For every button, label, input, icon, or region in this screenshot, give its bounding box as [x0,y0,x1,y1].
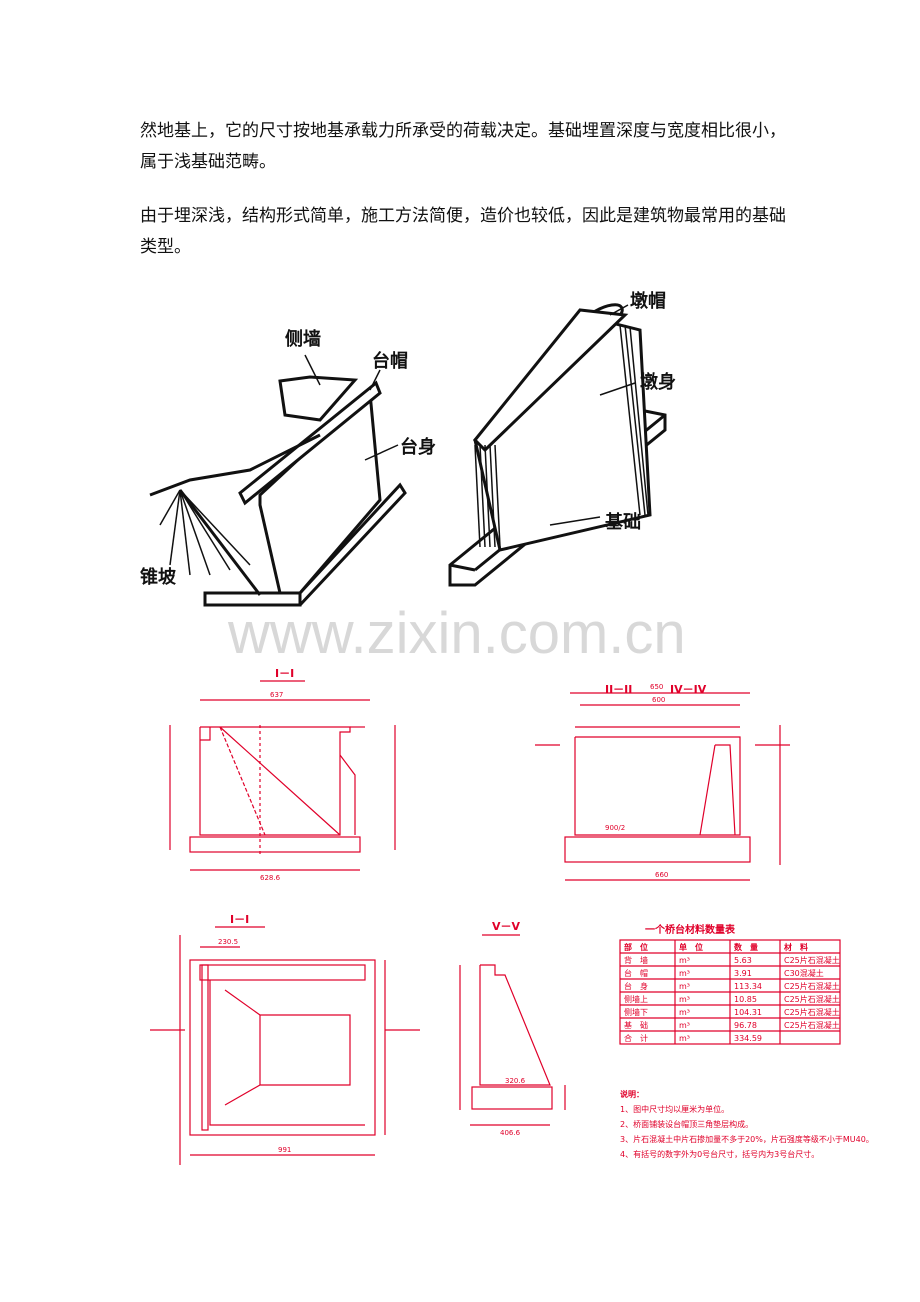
paragraph-shallow-foundation: 由于埋深浅，结构形式简单，施工方法简便，造价也较低，因此是建筑物最常用的基础类型… [140,206,786,257]
view-title-2: II－II [605,683,632,696]
note-2: 2、桥面铺装设台帽顶三角垫层构成。 [620,1119,753,1129]
table-title: 一个桥台材料数量表 [645,923,736,936]
table-cell: C25片石混凝土 [784,955,840,965]
dim-plan-230: 230.5 [218,938,238,946]
note-3: 3、片石混凝土中片石掺加量不多于20%，片石强度等级不小于MU40。 [620,1134,874,1144]
dim-v-406: 406.6 [500,1129,521,1137]
table-cell: C25片石混凝土 [784,994,840,1004]
table-header-cell: 部 位 [624,942,648,952]
table-cell: 104.31 [734,1008,762,1017]
table-cell: C25片石混凝土 [784,1007,840,1017]
dim-plan-991: 991 [278,1146,291,1154]
table-cell: C25片石混凝土 [784,1020,840,1030]
dim-top-600: 600 [652,696,665,704]
note-1: 1、图中尺寸均以厘米为单位。 [620,1104,729,1114]
table-cell: 背 墙 [624,955,648,965]
table-cell: m³ [679,995,690,1004]
view-section-1-elevation: I－I 637 628.6 [169,667,396,882]
table-cell: 合 计 [624,1033,648,1043]
view-title-1: I－I [275,667,294,680]
table-cell: 10.85 [734,995,757,1004]
dim-top-637: 637 [270,691,283,699]
table-cell: m³ [679,982,690,991]
label-pier-foundation: 基础 [604,511,641,533]
table-header-cell: 材 料 [784,942,808,952]
dim-mid-900: 900/2 [605,824,625,832]
note-4: 4、有括号的数字外为0号台尺寸，括号内为3号台尺寸。 [620,1149,819,1159]
view-section-5: V－V 406.6 320.6 [459,920,566,1137]
notes-heading: 说明： [620,1089,644,1099]
table-header-cell: 数 量 [734,942,758,952]
table-cell: C25片石混凝土 [784,981,840,991]
label-cone-slope: 锥坡 [140,566,177,588]
dim-mid-320: 320.6 [505,1077,526,1085]
table-cell: 台 帽 [624,968,648,978]
label-pier-cap: 墩帽 [630,290,666,312]
label-pier-body: 墩身 [640,371,676,393]
table-cell: m³ [679,1008,690,1017]
dim-top-650: 650 [650,683,663,691]
pier-figure [448,303,667,587]
view-title-3: IV－IV [670,683,707,696]
label-abutment-body: 台身 [400,436,436,458]
view-title-5: V－V [492,920,521,933]
view-section-2-elevation: II－II IV－IV 650 600 900/2 660 [535,683,790,881]
table-cell: 侧墙下 [624,1007,648,1017]
table-header-cell: 单 位 [679,942,703,952]
table-cell: 334.59 [734,1034,762,1043]
table-cell: 侧墙上 [624,994,648,1004]
dim-bottom-660: 660 [655,871,668,879]
table-cell: 3.91 [734,969,752,978]
label-abutment-cap: 台帽 [372,350,408,372]
view-plan: I－I 230.5 991 [150,913,420,1165]
table-cell: m³ [679,1021,690,1030]
table-cell: 基 础 [624,1020,648,1030]
dim-bottom-628: 628.6 [260,874,281,882]
table-cell: m³ [679,969,690,978]
drawing-notes: 说明： 1、图中尺寸均以厘米为单位。 2、桥面铺装设台帽顶三角垫层构成。 3、片… [620,1089,874,1159]
abutment-engineering-drawing: I－I 637 628.6 II－II IV－IV 650 600 900/2 … [150,667,874,1165]
table-cell: m³ [679,956,690,965]
table-cell: 台 身 [624,981,648,991]
table-cell: m³ [679,1034,690,1043]
view-title-4: I－I [230,913,249,926]
table-cell: 96.78 [734,1021,757,1030]
table-cell: 5.63 [734,956,752,965]
label-side-wall: 侧墙 [285,328,321,350]
table-cell: 113.34 [734,982,762,991]
watermark: www.zixin.com.cn [227,601,686,665]
table-cell: C30混凝土 [784,968,824,978]
abutment-figure [149,354,407,607]
paragraph-foundation-size: 然地基上，它的尺寸按地基承载力所承受的荷载决定。基础埋置深度与宽度相比很小，属于… [140,121,786,172]
bridge-abutment-pier-illustration: 侧墙 台帽 台身 锥坡 墩帽 墩身 基础 www.zixin.com.cn [140,290,686,665]
